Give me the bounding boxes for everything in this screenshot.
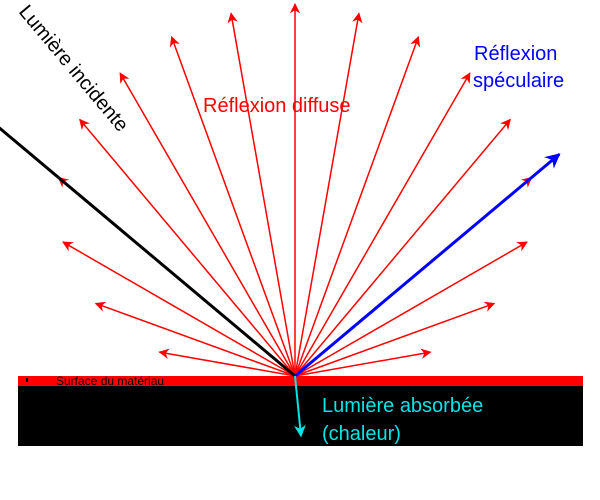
diffuse-ray-110 xyxy=(169,35,296,377)
specular-ray xyxy=(294,153,561,378)
diffuse-ray-150 xyxy=(62,241,296,377)
diffuse-ray-80 xyxy=(294,12,363,377)
diffuse-ray-170 xyxy=(158,348,296,377)
diffuse-label: Réflexion diffuse xyxy=(203,95,351,117)
diffuse-ray-160 xyxy=(94,301,296,377)
diffuse-ray-70 xyxy=(294,35,421,377)
absorbed-label-line2: (chaleur) xyxy=(322,423,401,445)
diffuse-ray-20 xyxy=(294,301,496,377)
surface-tick xyxy=(26,378,28,382)
material-body xyxy=(18,384,583,446)
diffuse-ray-50 xyxy=(294,118,511,377)
specular-label-line2: spéculaire xyxy=(473,70,564,92)
diffuse-ray-130 xyxy=(79,118,296,377)
diffuse-ray-30 xyxy=(294,241,528,377)
absorbed-ray xyxy=(293,375,306,438)
incident-ray xyxy=(0,126,296,378)
specular-label-line1: Réflexion xyxy=(474,43,557,65)
diffuse-ray-10 xyxy=(294,348,432,377)
surface-label: Surface du matériau xyxy=(56,374,164,388)
diffuse-reflection-rays xyxy=(57,2,533,377)
material-surface xyxy=(18,376,583,386)
diffuse-ray-120 xyxy=(119,72,296,377)
incident-label: Lumière incidente xyxy=(14,1,132,136)
absorbed-label-line1: Lumière absorbée xyxy=(322,395,483,417)
diffuse-ray-60 xyxy=(294,72,471,377)
diffuse-ray-100 xyxy=(227,12,296,377)
